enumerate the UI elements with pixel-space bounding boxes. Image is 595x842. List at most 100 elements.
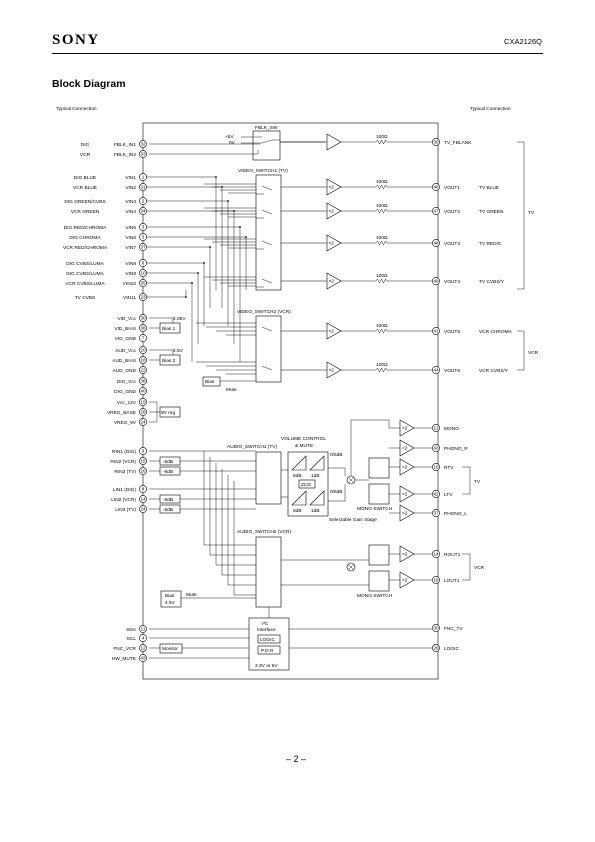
video-input-wire bbox=[147, 290, 187, 298]
right-pin-number: 48 bbox=[433, 241, 439, 246]
left-pin-name: VID_Vcc bbox=[117, 316, 136, 322]
monitor-label: Monitor bbox=[162, 646, 178, 652]
video-amp bbox=[326, 133, 342, 151]
right-pin-name: LOGIC bbox=[444, 646, 459, 652]
left-pin-number: 1 bbox=[142, 175, 145, 180]
left-pin-connection: DIG GREEN/CVBS bbox=[64, 199, 105, 205]
i2c-wires bbox=[149, 607, 432, 659]
right-pin-circle bbox=[432, 463, 440, 471]
typical-connection-left: Typical Connection bbox=[56, 106, 97, 112]
left-pin-name: VREG_BASE bbox=[107, 410, 136, 416]
left-pin-circle bbox=[139, 418, 147, 426]
right-pin-name: VOUT5 bbox=[444, 329, 460, 335]
volume-control-line1: VOLUME CONTROL bbox=[281, 436, 326, 442]
i2c-interface-box bbox=[248, 617, 290, 671]
right-pin-name: LTV bbox=[444, 492, 453, 498]
left-pin-connection: DIG CVBS/LUMA bbox=[66, 261, 104, 267]
switch2-contact bbox=[261, 326, 273, 332]
vcr-audio-label: VCR bbox=[474, 565, 485, 571]
video-out-wire bbox=[341, 367, 432, 373]
left-pin-circle bbox=[139, 259, 147, 267]
right-pin-name: VOUT6 bbox=[444, 368, 460, 374]
left-pin-circle bbox=[139, 223, 147, 231]
bias1-label: Bias 1 bbox=[162, 326, 176, 332]
right-pin-connection: TV RED/C bbox=[479, 241, 502, 247]
left-pin-name: VIN4 bbox=[125, 209, 136, 215]
volume-amp bbox=[309, 490, 325, 506]
volume-control-line2: & MUTE bbox=[295, 443, 313, 449]
reg-label: 9V reg bbox=[161, 410, 175, 416]
audio-bus bbox=[203, 451, 256, 546]
right-pin-number: 28 bbox=[433, 646, 439, 651]
right-pin-circle bbox=[432, 327, 440, 335]
left-pin-number: 8 bbox=[142, 487, 145, 492]
right-pin-circle bbox=[432, 183, 440, 191]
video-out-wire bbox=[341, 184, 432, 190]
left-pin-number: 35 bbox=[140, 281, 146, 286]
left-pin-circle bbox=[139, 314, 147, 322]
left-pin-circle bbox=[139, 495, 147, 503]
i2c-interface-label: Interface bbox=[257, 627, 276, 633]
left-pin-circle bbox=[139, 356, 147, 364]
right-pin-name: RTV bbox=[444, 465, 454, 471]
right-pin-connection: TV BLUE bbox=[479, 185, 499, 191]
left-pin-name: RIN2 (VCR) bbox=[110, 459, 136, 465]
bias-label: Bias bbox=[205, 379, 215, 385]
video-out-wire bbox=[341, 278, 432, 284]
fblk-plus5v-label: +5V bbox=[225, 134, 234, 140]
left-pin-number: 19 bbox=[140, 400, 146, 405]
selectable-gain-label: Selectable Gain Stage bbox=[329, 517, 377, 523]
amp-gain-label: ×2 bbox=[402, 465, 408, 471]
junction-dot bbox=[227, 200, 229, 202]
left-pin-number: 32 bbox=[140, 142, 146, 147]
left-pin-circle bbox=[139, 408, 147, 416]
right-pin-name: LOUT1 bbox=[444, 578, 460, 584]
left-pin-connection: VCR CVBS/LUMA bbox=[65, 281, 105, 287]
right-pin-number: 30 bbox=[433, 626, 439, 631]
right-pin-circle bbox=[432, 576, 440, 584]
bias-wires bbox=[149, 317, 174, 361]
resistor-label: 100Ω bbox=[376, 362, 388, 368]
left-pin-connection: TV CVBS bbox=[75, 295, 96, 301]
bias2-label: Bias 2 bbox=[162, 358, 176, 364]
por-label: P.O.R bbox=[261, 648, 274, 654]
left-pin-circle bbox=[139, 387, 147, 395]
right-pin-number: 14 bbox=[433, 552, 439, 557]
right-pin-connection: VCR CVBS/Y bbox=[479, 368, 509, 374]
left-pin-connection: DIG CHROMA bbox=[69, 235, 101, 241]
left-pin-circle bbox=[139, 377, 147, 385]
left-pin-number: 18 bbox=[140, 358, 146, 363]
vcr-video-bracket bbox=[517, 330, 525, 371]
left-pin-circle bbox=[139, 644, 147, 652]
amp-gain-label: ×2 bbox=[329, 368, 335, 374]
left-pin-name: VID_GND bbox=[115, 336, 137, 342]
left-pin-name: DIG_GND bbox=[114, 389, 136, 395]
left-pin-connection: DIG RED/CHROMA bbox=[64, 225, 107, 231]
left-pin-circle bbox=[139, 366, 147, 374]
right-pin-connection: TV CVBS/Y bbox=[479, 279, 505, 285]
attenuator-label: -6dB bbox=[163, 459, 173, 465]
fblk-switch-box bbox=[252, 130, 281, 161]
amp-gain-label: ×2 bbox=[402, 578, 408, 584]
left-pin-number: 26 bbox=[140, 469, 146, 474]
right-pin-number: 16 bbox=[433, 465, 439, 470]
right-pin-name: VOUT4 bbox=[444, 279, 460, 285]
left-pin-number: 7 bbox=[142, 336, 145, 341]
brand-logo: SONY bbox=[52, 32, 100, 48]
mixer-bottom-x bbox=[347, 563, 355, 571]
part-number: CXA2126Q bbox=[504, 37, 542, 46]
right-pin-circle bbox=[432, 277, 440, 285]
left-pin-number: 22 bbox=[140, 368, 146, 373]
right-pin-number: 44 bbox=[433, 368, 439, 373]
amp-gain-label: ×2 bbox=[402, 511, 408, 517]
left-pin-connection: DIG bbox=[81, 142, 90, 148]
left-pin-number: 14 bbox=[140, 497, 146, 502]
fblk-sw-label: FBLK_SW bbox=[255, 125, 278, 131]
left-pin-circle bbox=[139, 233, 147, 241]
mute-label: Mute bbox=[226, 387, 237, 393]
left-pin-connection: DIG BLUE bbox=[74, 175, 96, 181]
right-pin-connection: VCR CHROMA bbox=[479, 329, 513, 335]
amp-gain-label: ×2 bbox=[329, 279, 335, 285]
left-pin-circle bbox=[139, 197, 147, 205]
